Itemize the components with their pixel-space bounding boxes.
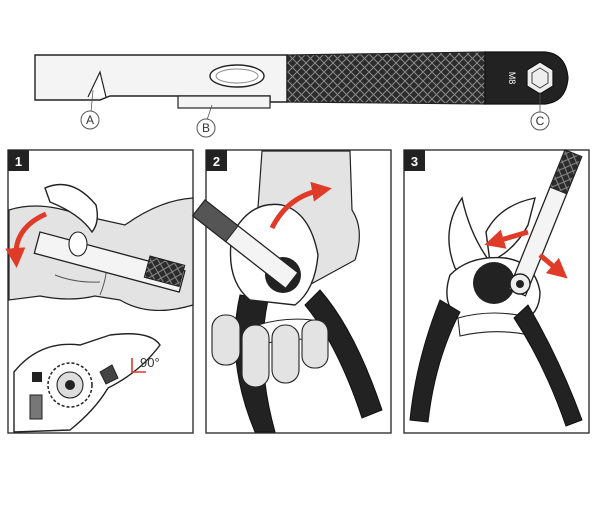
step-badge-2: [206, 150, 227, 171]
svg-text:A: A: [86, 113, 94, 127]
pruner-handle-left-3: [409, 299, 461, 423]
step-number-1: 1: [15, 154, 22, 169]
oval-slot: [209, 64, 265, 88]
step-number-2: 2: [213, 154, 220, 169]
panel-2: 2: [191, 149, 392, 434]
step-number-3: 3: [411, 154, 418, 169]
rotate-arrow: [5, 211, 48, 268]
panel-1: 1 90°: [5, 149, 194, 434]
pruner-handle-right-3: [513, 304, 583, 427]
step-badge-1: [8, 150, 29, 171]
angle-label: 90°: [140, 355, 160, 370]
callout-b: B: [196, 118, 216, 138]
pruner-blade: [44, 183, 99, 234]
svg-text:B: B: [202, 121, 210, 135]
notch-a: [87, 70, 107, 98]
adjust-arrow-left: [484, 229, 529, 249]
rotate-arrow-2: [269, 181, 332, 230]
adjustment-tool: M8 A B C: [34, 51, 569, 138]
callout-a: A: [80, 110, 100, 130]
angle-mark: 90°: [131, 355, 160, 373]
knurled-grip: [286, 51, 486, 105]
fingers: [211, 314, 329, 388]
step-badge-3: [404, 150, 425, 171]
panel-3: 3: [403, 149, 590, 434]
step-b: [177, 95, 271, 109]
hex-size-label: M8: [507, 72, 517, 85]
callout-c: C: [530, 111, 550, 131]
adjust-arrow-right: [538, 253, 568, 279]
svg-text:C: C: [536, 114, 545, 128]
